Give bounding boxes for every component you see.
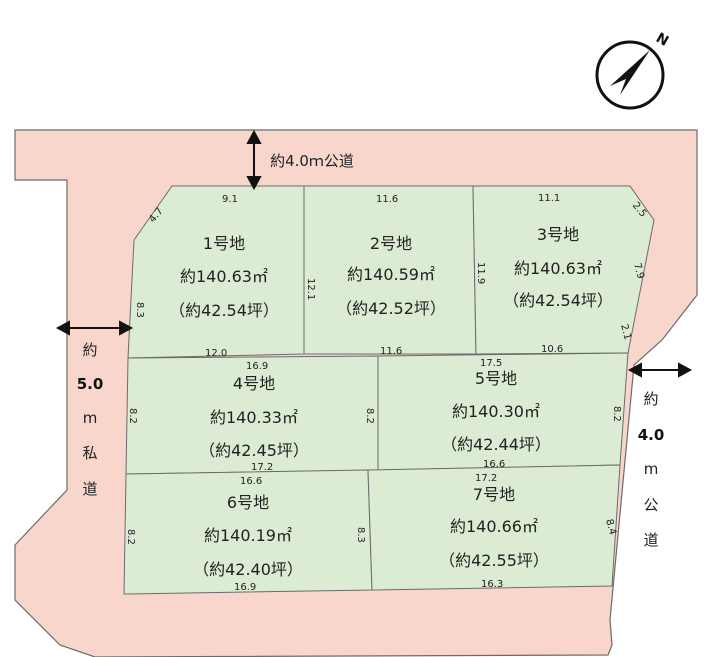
svg-text:17.5: 17.5 [480, 358, 502, 369]
svg-text:2.1: 2.1 [618, 323, 633, 341]
svg-text:8.2: 8.2 [127, 408, 138, 424]
compass-label: N [653, 30, 671, 50]
left-road-label: 約 5.0 m 私 道 [77, 341, 104, 498]
svg-text:m: m [83, 409, 98, 427]
lot-1-label: 1号地 約140.63㎡ （約42.54坪） [169, 234, 279, 320]
svg-text:7号地: 7号地 [473, 485, 515, 504]
svg-text:12.0: 12.0 [205, 348, 227, 359]
north-arrow-icon: N [595, 30, 671, 110]
svg-text:約140.33㎡: 約140.33㎡ [210, 408, 298, 427]
svg-text:5号地: 5号地 [475, 369, 517, 388]
svg-text:5.0: 5.0 [77, 375, 104, 393]
dimension-labels: 9.1 11.6 11.1 4.7 2.5 8.3 12.1 11.9 7.9 … [125, 193, 648, 593]
svg-text:約140.30㎡: 約140.30㎡ [452, 402, 540, 421]
lot-7-label: 7号地 約140.66㎡ （約42.55坪） [439, 485, 549, 570]
svg-text:約140.63㎡: 約140.63㎡ [514, 259, 602, 278]
svg-text:私: 私 [82, 444, 97, 462]
svg-text:16.3: 16.3 [481, 579, 503, 590]
svg-text:16.9: 16.9 [246, 361, 268, 372]
lot-4-label: 4号地 約140.33㎡ （約42.45坪） [199, 374, 309, 460]
lot-2-label: 2号地 約140.59㎡ （約42.52坪） [336, 234, 446, 318]
svg-text:（約42.44坪）: （約42.44坪） [441, 435, 551, 454]
svg-text:12.1: 12.1 [305, 278, 316, 300]
left-road-width-arrow [55, 320, 134, 336]
svg-text:（約42.52坪）: （約42.52坪） [336, 299, 446, 318]
svg-text:8.2: 8.2 [364, 408, 375, 424]
lot-6-label: 6号地 約140.19㎡ （約42.40坪） [193, 493, 303, 579]
svg-text:8.2: 8.2 [611, 406, 622, 422]
svg-text:（約42.45坪）: （約42.45坪） [199, 441, 309, 460]
svg-text:（約42.55坪）: （約42.55坪） [439, 551, 549, 570]
svg-text:8.3: 8.3 [355, 527, 366, 543]
svg-text:約: 約 [643, 390, 658, 408]
top-road-width-arrow [246, 129, 262, 191]
lot-3-label: 3号地 約140.63㎡ （約42.54坪） [503, 225, 613, 310]
svg-text:（約42.54坪）: （約42.54坪） [169, 301, 279, 320]
svg-text:8.2: 8.2 [125, 529, 136, 545]
right-road-width-arrow [627, 362, 693, 378]
svg-text:道: 道 [643, 531, 658, 549]
svg-text:11.9: 11.9 [475, 262, 486, 284]
svg-text:（約42.54坪）: （約42.54坪） [503, 291, 613, 310]
lot-1[interactable] [127, 185, 305, 359]
svg-text:3号地: 3号地 [537, 225, 579, 244]
lot-7[interactable] [367, 464, 621, 591]
svg-text:約: 約 [82, 341, 97, 359]
svg-text:11.6: 11.6 [380, 346, 402, 357]
svg-text:約140.66㎡: 約140.66㎡ [450, 517, 538, 536]
svg-text:16.6: 16.6 [240, 476, 262, 487]
svg-text:16.9: 16.9 [234, 582, 256, 593]
svg-text:道: 道 [82, 480, 97, 498]
svg-text:2号地: 2号地 [370, 234, 412, 253]
svg-text:11.6: 11.6 [376, 194, 398, 205]
svg-text:8.4: 8.4 [603, 518, 618, 536]
svg-text:約140.63㎡: 約140.63㎡ [180, 267, 268, 286]
svg-text:7.9: 7.9 [631, 262, 646, 280]
svg-text:m: m [644, 460, 659, 478]
svg-text:10.6: 10.6 [541, 344, 563, 355]
svg-text:17.2: 17.2 [475, 473, 497, 484]
svg-text:4号地: 4号地 [233, 374, 275, 393]
svg-text:4.0: 4.0 [638, 426, 665, 444]
svg-text:約140.19㎡: 約140.19㎡ [204, 526, 292, 545]
svg-text:公: 公 [643, 496, 658, 514]
right-road-label: 約 4.0 m 公 道 [638, 390, 665, 549]
svg-text:6号地: 6号地 [227, 493, 269, 512]
top-road-label: 約4.0ｍ公道 [270, 152, 354, 170]
svg-text:17.2: 17.2 [251, 462, 273, 473]
lot-3[interactable] [472, 185, 655, 355]
svg-text:1号地: 1号地 [203, 234, 245, 253]
svg-text:（約42.40坪）: （約42.40坪） [193, 560, 303, 579]
lot-5-label: 5号地 約140.30㎡ （約42.44坪） [441, 369, 551, 454]
svg-text:16.6: 16.6 [483, 459, 505, 470]
svg-text:9.1: 9.1 [222, 194, 238, 205]
svg-text:11.1: 11.1 [538, 193, 560, 204]
svg-text:約140.59㎡: 約140.59㎡ [347, 265, 435, 284]
svg-text:8.3: 8.3 [134, 302, 145, 318]
